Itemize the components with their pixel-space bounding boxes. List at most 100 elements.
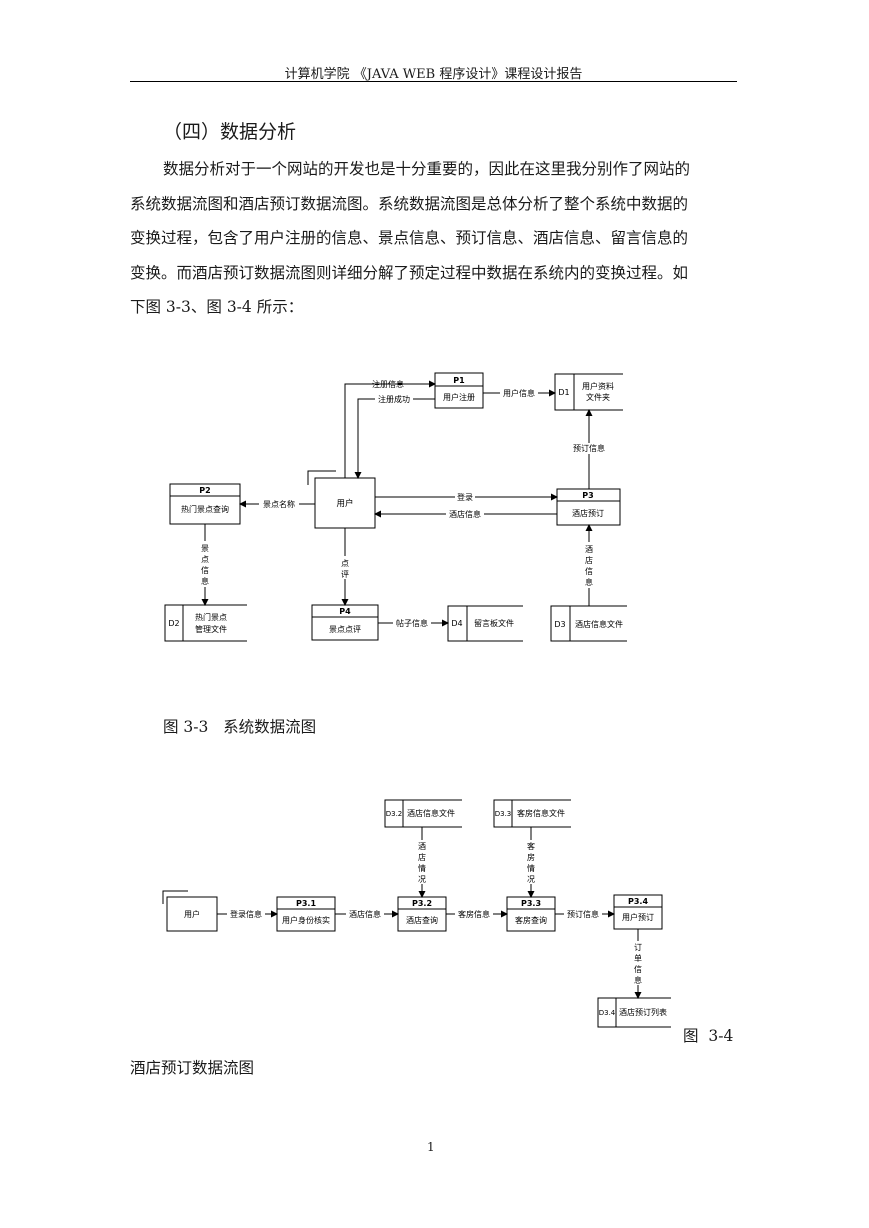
flow-hotel-info-label: 酒店信息 [449, 509, 481, 519]
d3-3-name: 客房信息文件 [517, 808, 565, 818]
paragraph-line: 数据分析对于一个网站的开发也是十分重要的，因此在这里我分别作了网站的 [163, 160, 691, 178]
flow-post-info-label: 帖子信息 [396, 618, 428, 628]
flow-comment-char: 点 [341, 559, 349, 568]
datastore-d3-2: D3.2 酒店信息文件 [384, 799, 462, 828]
user-entity: 用户 [307, 470, 376, 529]
process-p2: P2 热门景点查询 [169, 483, 241, 525]
figure-3-4-caption-number: 图 3-4 [683, 1027, 734, 1045]
figure-3-4-caption-title: 酒店预订数据流图 [130, 1059, 255, 1077]
process-p3-2: P3.2 酒店查询 [397, 896, 447, 932]
figure-3-3-caption: 图 3-3 系统数据流图 [163, 718, 317, 736]
p3-2-name: 酒店查询 [406, 915, 438, 925]
flow-room-status-char: 客 [527, 841, 535, 851]
d3-4-name: 酒店预订列表 [619, 1007, 667, 1017]
d3-3-id: D3.3 [495, 810, 512, 818]
flow-room-status-char: 房 [527, 852, 535, 862]
d1-name-1: 用户资料 [582, 381, 614, 391]
flow-spot-name-label: 景点名称 [263, 499, 295, 509]
d3-id: D3 [554, 620, 565, 629]
flow-booking-info-label: 预订信息 [573, 443, 605, 453]
datastore-d1: D1 用户资料 文件夹 [554, 373, 623, 411]
process-p3-3: P3.3 客房查询 [506, 896, 556, 932]
process-p4: P4 景点点评 [311, 604, 379, 641]
d3-2-id: D3.2 [386, 810, 403, 818]
p3-3-id: P3.3 [521, 899, 541, 908]
flow-register-info [344, 380, 436, 478]
d2-name-1: 热门景点 [195, 612, 227, 622]
body-paragraph: 数据分析对于一个网站的开发也是十分重要的，因此在这里我分别作了网站的 系统数据流… [130, 152, 737, 325]
section-title: （四）数据分析 [163, 121, 297, 143]
p3-id: P3 [582, 491, 593, 500]
flow-room-status-char: 情 [527, 863, 535, 873]
p3-3-name: 客房查询 [515, 915, 547, 925]
d2-id: D2 [168, 619, 179, 628]
flow-order-info-char: 信 [634, 964, 642, 974]
page-number: 1 [427, 1140, 435, 1154]
d3-2-name: 酒店信息文件 [407, 808, 455, 818]
flow-room-info-label: 客房信息 [458, 909, 490, 919]
p3-name: 酒店预订 [572, 508, 604, 518]
flow-hotel-status-char: 情 [418, 863, 426, 873]
flow-spot-info-char: 信 [201, 565, 209, 575]
d3-4-id: D3.4 [599, 1009, 616, 1017]
flow-order-info-char: 订 [634, 942, 642, 952]
p2-name: 热门景点查询 [181, 504, 229, 514]
flow-register-info-label: 注册信息 [372, 379, 404, 389]
figure-3-3: 用户 P1 用户注册 D1 用户资料 文件夹 P2 热门景点查询 [164, 372, 627, 642]
paragraph-line: 系统数据流图和酒店预订数据流图。系统数据流图是总体分析了整个系统中数据的 [130, 194, 689, 213]
page-header: 计算机学院 《JAVA WEB 程序设计》课程设计报告 [284, 67, 583, 82]
d4-id: D4 [451, 619, 462, 628]
flow-hotel-status-char: 况 [418, 875, 426, 884]
user-entity-2-label: 用户 [184, 909, 200, 919]
flow-spot-info-char: 景 [201, 544, 209, 553]
paragraph-line: 下图 3-3、图 3-4 所示： [130, 298, 304, 316]
p4-id: P4 [339, 607, 351, 616]
p2-id: P2 [199, 486, 210, 495]
paragraph-line: 变换过程，包含了用户注册的信息、景点信息、预订信息、酒店信息、留言信息的 [130, 229, 689, 247]
p3-4-id: P3.4 [628, 897, 648, 906]
user-entity-2: 用户 [162, 890, 218, 932]
header-rule [130, 81, 737, 82]
datastore-d2: D2 热门景点 管理文件 [164, 604, 247, 642]
process-p3-1: P3.1 用户身份核实 [276, 896, 336, 932]
flow-order-info-char: 单 [634, 953, 642, 963]
p3-4-name: 用户预订 [622, 912, 654, 922]
figure-3-4: 用户 P3.1 用户身份核实 P3.2 酒店查询 P3.3 客房查询 P3. [162, 799, 671, 1028]
flow-user-info-label: 用户信息 [503, 388, 535, 398]
datastore-d3-3: D3.3 客房信息文件 [493, 799, 571, 828]
p1-name: 用户注册 [443, 392, 475, 402]
flow-order-info-char: 息 [634, 975, 642, 985]
flow-room-status-char: 况 [527, 875, 535, 884]
process-p3-4: P3.4 用户预订 [613, 894, 663, 930]
flow-hotel-status-char: 酒 [418, 842, 426, 851]
flow-register-success [354, 398, 435, 479]
flow-booking-info-2-label: 预订信息 [567, 909, 599, 919]
d1-id: D1 [558, 388, 569, 397]
d2-name-2: 管理文件 [195, 624, 227, 634]
p3-1-name: 用户身份核实 [282, 915, 330, 925]
flow-hotel-info-v-char: 息 [585, 577, 593, 587]
flow-hotel-info-v-char: 酒 [585, 545, 593, 554]
p4-name: 景点点评 [329, 625, 361, 634]
flow-spot-info-char: 息 [201, 576, 209, 586]
flow-hotel-status-char: 店 [418, 852, 426, 862]
flow-login-label: 登录 [457, 492, 473, 502]
flow-login-info-label: 登录信息 [230, 909, 262, 919]
datastore-d3: D3 酒店信息文件 [550, 605, 627, 642]
datastore-d4: D4 留言板文件 [447, 605, 523, 642]
d4-name: 留言板文件 [474, 618, 514, 628]
flow-hotel-info-v-char: 店 [585, 555, 593, 565]
p3-1-id: P3.1 [296, 899, 316, 908]
p1-id: P1 [453, 376, 465, 385]
process-p1: P1 用户注册 [434, 372, 484, 409]
d1-name-2: 文件夹 [586, 392, 610, 402]
flow-register-success-label: 注册成功 [378, 394, 410, 404]
flow-comment-char: 评 [341, 570, 349, 579]
user-entity-label: 用户 [336, 498, 353, 509]
flow-hotel-info-v-char: 信 [585, 566, 593, 576]
process-p3: P3 酒店预订 [556, 488, 621, 526]
flow-spot-info-char: 点 [201, 555, 209, 564]
d3-name: 酒店信息文件 [575, 619, 623, 629]
datastore-d3-4: D3.4 酒店预订列表 [597, 997, 671, 1028]
